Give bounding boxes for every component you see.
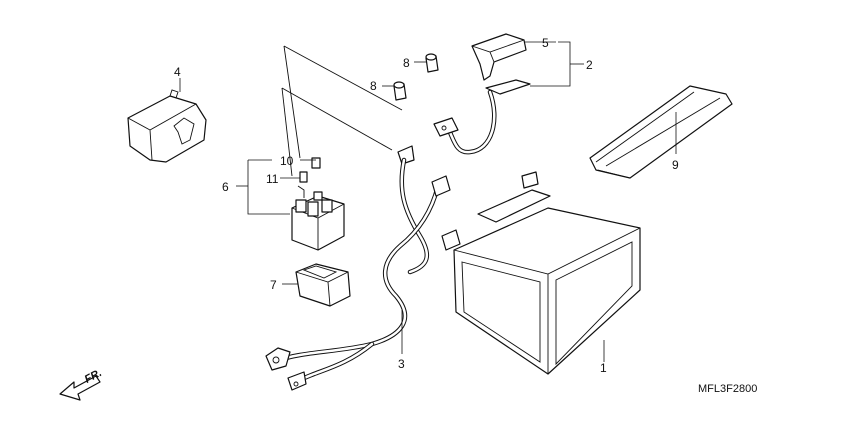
callout-10: 10: [280, 154, 294, 168]
callout-9: 9: [672, 158, 679, 172]
callout-6: 6: [222, 180, 229, 194]
relay-holder-part[interactable]: [295, 263, 351, 307]
callout-4: 4: [174, 65, 181, 79]
callout-11: 11: [266, 172, 279, 186]
callout-7: 7: [270, 278, 277, 292]
battery-part[interactable]: [441, 171, 641, 375]
front-direction-label: FR.: [83, 367, 104, 386]
relay-part[interactable]: [291, 185, 345, 251]
bolt-part-upper[interactable]: [425, 53, 439, 73]
strap-part[interactable]: [589, 85, 733, 179]
bolt-part-lower[interactable]: [393, 81, 407, 101]
callout-8-lower: 8: [370, 79, 377, 93]
terminal-cover-part[interactable]: [471, 33, 527, 81]
bracket-frame: [281, 45, 403, 177]
callout-2: 2: [586, 58, 593, 72]
callout-3: 3: [398, 357, 405, 371]
negative-cable-part[interactable]: [265, 145, 451, 391]
callout-8-upper: 8: [403, 56, 410, 70]
drawing-code: MFL3F2800: [698, 383, 757, 395]
callout-1: 1: [600, 361, 607, 375]
leader-lines: [179, 41, 677, 362]
cover-part[interactable]: [127, 89, 207, 163]
fuse-part[interactable]: [299, 157, 321, 183]
callout-5: 5: [542, 36, 549, 50]
front-direction-icon: [59, 375, 101, 401]
positive-cable-part[interactable]: [433, 79, 531, 155]
